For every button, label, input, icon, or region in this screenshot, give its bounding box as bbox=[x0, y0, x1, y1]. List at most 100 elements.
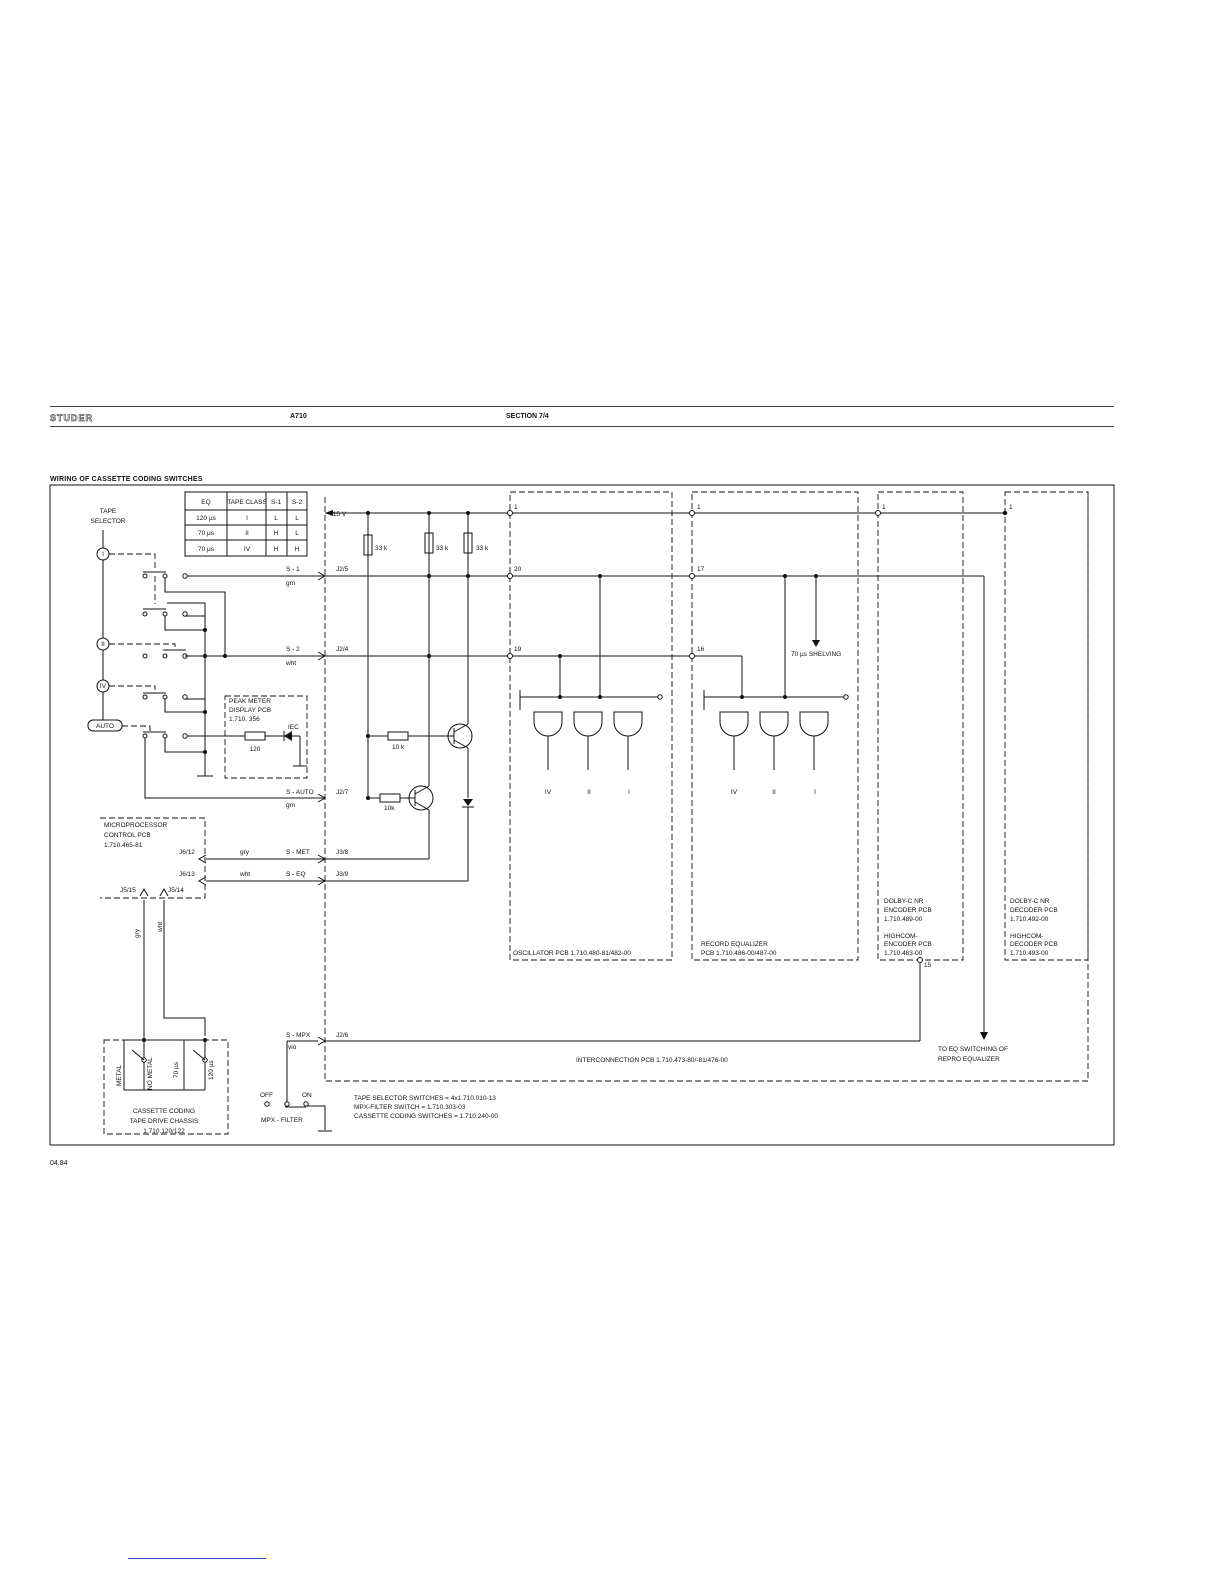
micro-j514: J5/14 bbox=[168, 887, 184, 894]
tape-selector-label-2: SELECTOR bbox=[91, 518, 126, 525]
sauto-label: S - AUTO bbox=[286, 789, 314, 796]
table-cell-s2-2: H bbox=[295, 546, 300, 553]
resistor-1: 33 k bbox=[375, 545, 388, 552]
cassette-line-2: TAPE DRIVE CHASSIS bbox=[130, 1118, 199, 1125]
cassette-line-3: 1.710.120/122 bbox=[143, 1128, 185, 1135]
osc-pin-1: 1 bbox=[514, 504, 518, 511]
repro-line: TO EQ SWITCHING OF REPRO EQUALIZER bbox=[938, 576, 1008, 1063]
micro-control-pcb: MICROPROCESSOR CONTROL PCB 1.710.465-81 … bbox=[100, 817, 325, 1040]
enc-line-1: DOLBY-C NR bbox=[884, 898, 924, 905]
req-pin-17: 17 bbox=[697, 566, 705, 573]
outer-frame bbox=[49, 484, 1115, 1146]
cassette-line-1: CASSETTE CODING bbox=[133, 1108, 195, 1115]
selector-pos-ii: II bbox=[101, 641, 105, 648]
footer-date: 04.84 bbox=[50, 1160, 68, 1167]
table-cell-s2-1: L bbox=[295, 530, 299, 537]
seq-label: S - EQ bbox=[286, 871, 306, 878]
micro-line-2: CONTROL PCB bbox=[104, 832, 151, 839]
peak-meter-resistor: 120 bbox=[250, 746, 261, 753]
selector-pos-i: I bbox=[102, 551, 104, 558]
req-tape-i: I bbox=[814, 789, 816, 796]
req-shelving: 70 µs SHELVING bbox=[791, 651, 841, 658]
s2-label: S - 2 bbox=[286, 646, 300, 653]
resistor-5: 10k bbox=[384, 805, 395, 812]
s1-label: S - 1 bbox=[286, 566, 300, 573]
enc-line-2: ENCODER PCB bbox=[884, 907, 932, 914]
table-header-eq: EQ bbox=[201, 499, 210, 506]
mpx-off: OFF bbox=[260, 1092, 273, 1099]
dolby-encoder-pcb: 1 DOLBY-C NR ENCODER PCB 1.710.489-00 HI… bbox=[875, 491, 964, 1041]
smet-connector: J3/8 bbox=[336, 849, 349, 856]
smpx-connector: J2/6 bbox=[336, 1032, 349, 1039]
micro-line-1: MICROPROCESSOR bbox=[104, 822, 168, 829]
supply-label: +15 V bbox=[329, 511, 347, 518]
osc-pin-20: 20 bbox=[514, 566, 522, 573]
table-cell-s1-1: H bbox=[274, 530, 279, 537]
repro-line-2: REPRO EQUALIZER bbox=[938, 1056, 1000, 1063]
resistor-4: 10 k bbox=[392, 744, 405, 751]
smet-color: gry bbox=[240, 849, 250, 856]
cassette-sw-120: 120 µs bbox=[208, 1060, 215, 1080]
osc-tape-i: I bbox=[628, 789, 630, 796]
selector-pos-iv: IV bbox=[100, 683, 107, 690]
seq-color: wht bbox=[239, 871, 250, 878]
dec-line-6: 1.710.493-00 bbox=[1010, 950, 1049, 957]
page-bottom-line bbox=[128, 1558, 266, 1559]
enc-pin-15: 15 bbox=[924, 962, 932, 969]
enc-line-3: 1.710.489-00 bbox=[884, 916, 923, 923]
osc-tape-ii: II bbox=[587, 789, 591, 796]
cassette-sw-metal: METAL bbox=[116, 1064, 123, 1086]
parts-row-2: MPX-FILTER SWITCH = 1.710.303-03 bbox=[354, 1104, 466, 1111]
cassette-sw-nometal: NO METAL bbox=[147, 1057, 154, 1090]
resistor-3: 33 k bbox=[476, 545, 489, 552]
micro-wire-gry: gry bbox=[134, 928, 141, 938]
table-cell-eq-0: 120 µs bbox=[196, 515, 216, 522]
table-header-class: TAPE CLASS bbox=[227, 499, 267, 506]
dec-line-4: HIGHCOM- bbox=[1010, 933, 1044, 940]
s1-connector: J2/5 bbox=[336, 566, 349, 573]
table-cell-s2-0: L bbox=[295, 515, 299, 522]
table-header-s1: S-1 bbox=[271, 499, 282, 506]
parts-row-1: TAPE SELECTOR SWITCHES = 4x1.710.010-13 bbox=[354, 1095, 496, 1102]
diagram-title: WIRING OF CASSETTE CODING SWITCHES bbox=[50, 476, 203, 483]
req-label-1: RECORD EQUALIZER bbox=[701, 941, 768, 948]
mpx-filter: OFF ON MPX - FILTER bbox=[260, 1040, 332, 1132]
table-cell-class-1: II bbox=[245, 530, 249, 537]
mpx-on: ON bbox=[302, 1092, 312, 1099]
peak-meter-led: IEC bbox=[288, 724, 299, 731]
signal-lines: S - 1 grn J2/5 S - 2 wht J2/4 S - AUTO g… bbox=[239, 510, 1005, 1051]
tape-selector-label-1: TAPE bbox=[100, 508, 117, 515]
sauto-color: grn bbox=[286, 802, 296, 809]
table-cell-s1-2: H bbox=[274, 546, 279, 553]
peak-meter: PEAK METER DISPLAY PCB 1.710. 356 120 IE… bbox=[224, 695, 308, 779]
dec-line-1: DOLBY-C NR bbox=[1010, 898, 1050, 905]
header-bottom-rule bbox=[50, 426, 1114, 427]
enc-line-5: ENCODER PCB bbox=[884, 941, 932, 948]
parts-list: TAPE SELECTOR SWITCHES = 4x1.710.010-13 … bbox=[354, 1095, 498, 1120]
osc-label: OSCILLATOR PCB 1.710.480-81/482-00 bbox=[513, 950, 631, 957]
section-label: SECTION 7/4 bbox=[506, 413, 549, 420]
dec-line-2: DECODER PCB bbox=[1010, 907, 1058, 914]
oscillator-pcb: 1 20 19 IV II I OSCILLATOR PCB 1.710.480… bbox=[507, 491, 673, 961]
cassette-sw-70: 70 µs bbox=[173, 1061, 180, 1078]
s2-color: wht bbox=[285, 660, 296, 667]
header-top-rule bbox=[50, 406, 1114, 407]
smpx-label: S - MPX bbox=[286, 1032, 311, 1039]
req-label-2: PCB 1.710.486-00/487-00 bbox=[701, 950, 777, 957]
req-tape-iv: IV bbox=[731, 789, 738, 796]
dec-line-5: DECODER PCB bbox=[1010, 941, 1058, 948]
selector-pos-auto: AUTO bbox=[96, 723, 114, 730]
parts-row-3: CASSETTE CODING SWITCHES = 1.710.240-00 bbox=[354, 1113, 498, 1120]
repro-line-1: TO EQ SWITCHING OF bbox=[938, 1046, 1008, 1053]
table-header-s2: S-2 bbox=[292, 499, 303, 506]
peak-meter-line-3: 1.710. 356 bbox=[229, 716, 260, 723]
table-cell-eq-1: 70 µs bbox=[198, 530, 215, 537]
mpx-label: MPX - FILTER bbox=[261, 1117, 303, 1124]
s2-connector: J2/4 bbox=[336, 646, 349, 653]
studer-logo: STUDER bbox=[50, 413, 94, 424]
dolby-decoder-pcb: 1 DOLBY-C NR DECODER PCB 1.710.492-00 HI… bbox=[1002, 491, 1089, 961]
table-cell-class-0: I bbox=[246, 515, 248, 522]
interconnection-pcb: INTERCONNECTION PCB 1.710.473-80/-81/476… bbox=[324, 492, 1089, 1082]
resistor-2: 33 k bbox=[436, 545, 449, 552]
